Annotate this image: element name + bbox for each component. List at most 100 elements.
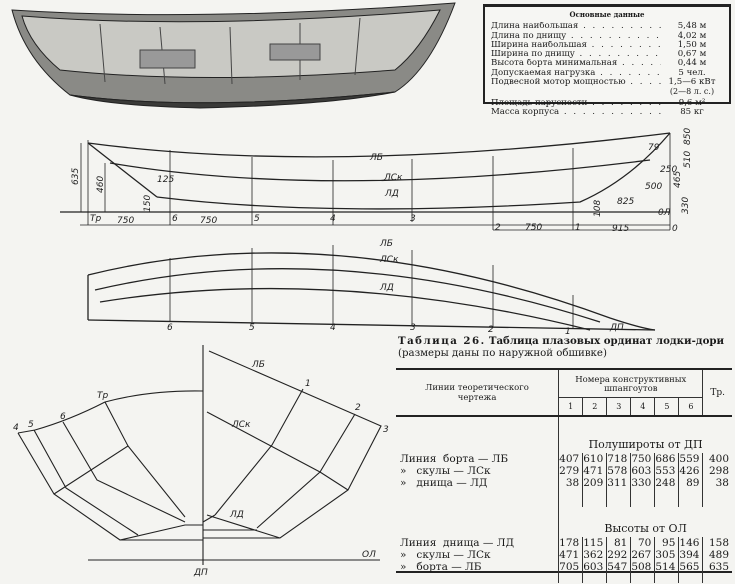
svg-text:4: 4: [13, 423, 19, 433]
svg-text:2: 2: [488, 325, 494, 335]
basic-data-row: (2—8 л. с.): [491, 87, 723, 96]
basic-data-row: Допускаемая нагрузка 5 чел.: [491, 67, 723, 78]
row-label: » днища — ЛД: [396, 477, 560, 489]
basic-data-label: Допускаемая нагрузка: [491, 69, 661, 78]
col-header-frame: 2: [582, 398, 606, 415]
svg-text:ДП: ДП: [609, 323, 624, 333]
svg-text:Тр: Тр: [90, 214, 101, 224]
table-cell: 686: [654, 453, 679, 465]
table-cell: 394: [678, 549, 703, 561]
table-cell: 292: [606, 549, 631, 561]
table-cell: 514: [654, 561, 679, 573]
basic-data-row: Площадь парусности9,6 м²: [491, 98, 723, 108]
table-cell: 279: [558, 465, 583, 477]
svg-text:4: 4: [330, 323, 336, 333]
svg-text:6: 6: [60, 412, 66, 422]
svg-text:1: 1: [305, 379, 311, 389]
svg-text:125: 125: [157, 175, 174, 185]
svg-text:79: 79: [648, 143, 660, 153]
table-cell: 70: [630, 537, 655, 549]
svg-text:ЛСк: ЛСк: [231, 420, 251, 430]
basic-data-value: 5,48 м: [677, 21, 707, 32]
basic-data-row: Масса корпуса 85 кг: [491, 106, 723, 117]
basic-data-row: Ширина по днищу 0,67 м: [491, 49, 723, 60]
svg-text:3: 3: [410, 323, 416, 333]
basic-data-label: Высота борта минимальная: [491, 59, 661, 68]
basic-data-value: 85 кг: [680, 106, 704, 117]
svg-text:825: 825: [617, 197, 634, 207]
offsets-table: Линии теоретического чертежа Номера конс…: [396, 368, 732, 583]
table-cell: 407: [558, 453, 583, 465]
col-header-lines: Линии теоретического чертежа: [396, 370, 560, 416]
table-cell: 89: [678, 477, 703, 489]
basic-data-value: 5 чел.: [678, 67, 706, 78]
table-cell: 705: [558, 561, 583, 573]
svg-text:ЛБ: ЛБ: [379, 239, 393, 249]
table-cell: 146: [678, 537, 703, 549]
section-title: Полуширoты от ДП: [588, 438, 703, 451]
table-cell: 305: [654, 549, 679, 561]
basic-data-row: Подвесной мотор мощностью1,5—6 кВт: [491, 77, 723, 87]
basic-data-title: Основные данные: [569, 10, 645, 19]
table-cell: 471: [582, 465, 607, 477]
table-cell: 209: [582, 477, 607, 489]
table-cell: 603: [630, 465, 655, 477]
basic-data-row: Высота борта минимальная0,44 м: [491, 59, 723, 69]
table-note: (размеры даны по наружной обшивке): [398, 348, 607, 359]
group-header: Номера конструктивных шпангоутов: [559, 370, 703, 398]
basic-data-value: 4,02 м: [677, 30, 707, 41]
svg-text:2: 2: [355, 403, 361, 413]
row-label: » скулы — ЛСк: [396, 549, 560, 561]
svg-text:750: 750: [117, 216, 134, 226]
table-cell: 578: [606, 465, 631, 477]
svg-text:635: 635: [71, 168, 81, 185]
svg-text:3: 3: [383, 425, 389, 435]
svg-text:330: 330: [681, 197, 691, 214]
basic-data-row: Длина по днищу4,02 м: [491, 30, 723, 41]
svg-text:ЛБ: ЛБ: [251, 360, 265, 370]
svg-text:108: 108: [593, 200, 603, 217]
svg-text:510: 510: [683, 151, 693, 168]
basic-data-row: Ширина наибольшая1,50 м: [491, 40, 723, 50]
boat-illustration: [11, 2, 456, 109]
table-cell: 603: [582, 561, 607, 573]
svg-text:6: 6: [167, 323, 173, 333]
svg-text:ЛД: ЛД: [229, 510, 244, 520]
body-plan-drawing: [17, 345, 382, 565]
basic-data-value: (2—8 л. с.): [669, 87, 715, 97]
col-header-tr: Тр.: [702, 370, 732, 416]
col-header-frame: 6: [678, 398, 702, 415]
svg-text:0Л: 0Л: [658, 208, 671, 218]
table-cell: 248: [654, 477, 679, 489]
table-cell: 158: [702, 537, 732, 549]
col-header-frame: 3: [606, 398, 630, 415]
svg-text:460: 460: [96, 176, 106, 193]
svg-text:ЛСк: ЛСк: [383, 173, 403, 183]
svg-text:750: 750: [200, 216, 217, 226]
row-label: Линия днища — ЛД: [396, 537, 560, 549]
basic-data-row: Длина наибольшая5,48 м: [491, 21, 723, 32]
svg-text:ДП: ДП: [193, 568, 208, 578]
svg-text:500: 500: [645, 182, 662, 192]
basic-data-label: Ширина по днищу: [491, 50, 661, 59]
table-cell: 635: [702, 561, 732, 573]
side-view-drawing: [60, 132, 671, 231]
svg-text:ЛД: ЛД: [384, 189, 399, 199]
basic-data-value: 0,67 м: [677, 49, 707, 60]
svg-text:750: 750: [525, 223, 542, 233]
svg-text:Тр: Тр: [97, 391, 108, 401]
table-cell: 565: [678, 561, 703, 573]
svg-text:915: 915: [612, 224, 629, 234]
svg-text:3: 3: [410, 214, 416, 224]
basic-data-label: Масса корпуса: [491, 108, 661, 117]
basic-data-label: Площадь парусности: [491, 99, 661, 108]
table-cell: 426: [678, 465, 703, 477]
table-cell: 178: [558, 537, 583, 549]
table-cell: 750: [630, 453, 655, 465]
basic-data-box: Основные данные Длина наибольшая5,48 мДл…: [483, 4, 731, 117]
